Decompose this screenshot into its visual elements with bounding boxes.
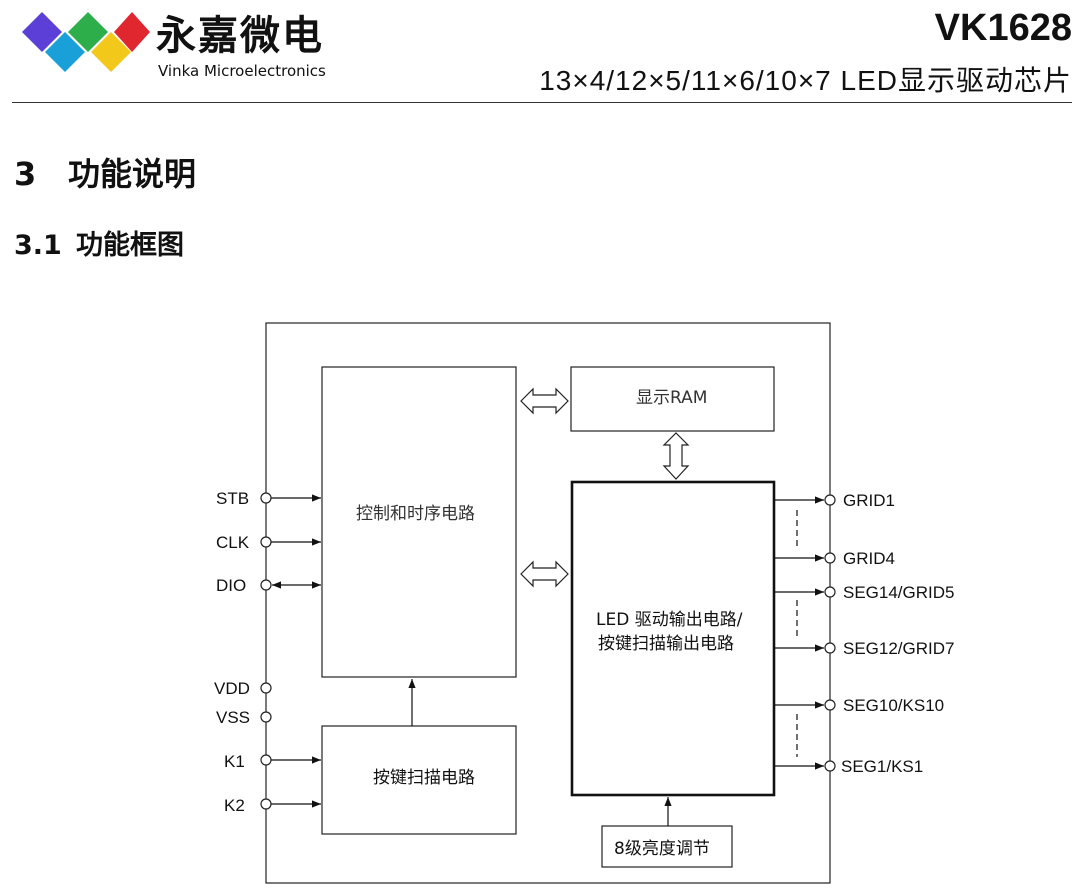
subsection-heading: 3.1 功能框图	[14, 226, 184, 266]
control-timing-block	[321, 366, 517, 678]
led-driver-label-line1: LED 驱动输出电路/	[596, 610, 743, 630]
pin-label-seg14-grid5: SEG14/GRID5	[843, 583, 955, 602]
pin-label-grid1: GRID1	[843, 491, 895, 510]
pin-label-grid4: GRID4	[843, 549, 895, 568]
chip-outline	[265, 322, 831, 884]
subsection-number: 3.1	[14, 230, 62, 261]
pin-label-k2: K2	[224, 796, 245, 815]
display-ram-label: 显示RAM	[636, 388, 708, 408]
pin-label-stb: STB	[216, 489, 250, 508]
subsection-title: 功能框图	[76, 230, 184, 261]
logo-english-name: Vinka Microelectronics	[158, 62, 326, 80]
pin-label-seg10-ks10: SEG10/KS10	[843, 696, 945, 715]
section-number: 3	[14, 155, 37, 193]
pin-label-vdd: VDD	[214, 679, 250, 698]
pin-label-dio: DIO	[216, 576, 247, 595]
bus-arrow-control-driver	[520, 560, 569, 588]
led-driver-block	[570, 480, 776, 797]
section-title: 功能说明	[68, 155, 197, 193]
document-title: VK1628	[934, 7, 1072, 49]
vinka-logo-icon	[22, 12, 150, 72]
pin-label-seg12-grid7: SEG12/GRID7	[843, 639, 955, 658]
document-subtitle: 13×4/12×5/11×6/10×7 LED显示驱动芯片	[539, 65, 1072, 96]
display-ram-block	[570, 366, 775, 432]
brightness-label: 8级亮度调节	[614, 839, 710, 859]
bus-arrow-control-ram	[520, 387, 569, 415]
pin-label-clk: CLK	[216, 533, 250, 552]
header-divider	[12, 102, 1072, 103]
pin-label-vss: VSS	[216, 708, 251, 727]
pin-label-k1: K1	[224, 752, 245, 771]
left-pin-wiring	[260, 492, 321, 810]
control-timing-label: 控制和时序电路	[356, 504, 475, 524]
right-pin-wiring	[775, 494, 836, 772]
bus-arrow-ram-driver	[662, 432, 690, 480]
key-scan-block	[321, 725, 517, 835]
led-driver-label-line2: 按键扫描输出电路	[598, 634, 734, 654]
logo-chinese-name: 永嘉微电	[156, 13, 324, 59]
pin-label-seg1-ks1: SEG1/KS1	[841, 757, 924, 776]
brightness-block	[601, 825, 733, 868]
section-heading: 3 功能说明	[14, 152, 196, 196]
key-scan-label: 按键扫描电路	[373, 768, 475, 788]
